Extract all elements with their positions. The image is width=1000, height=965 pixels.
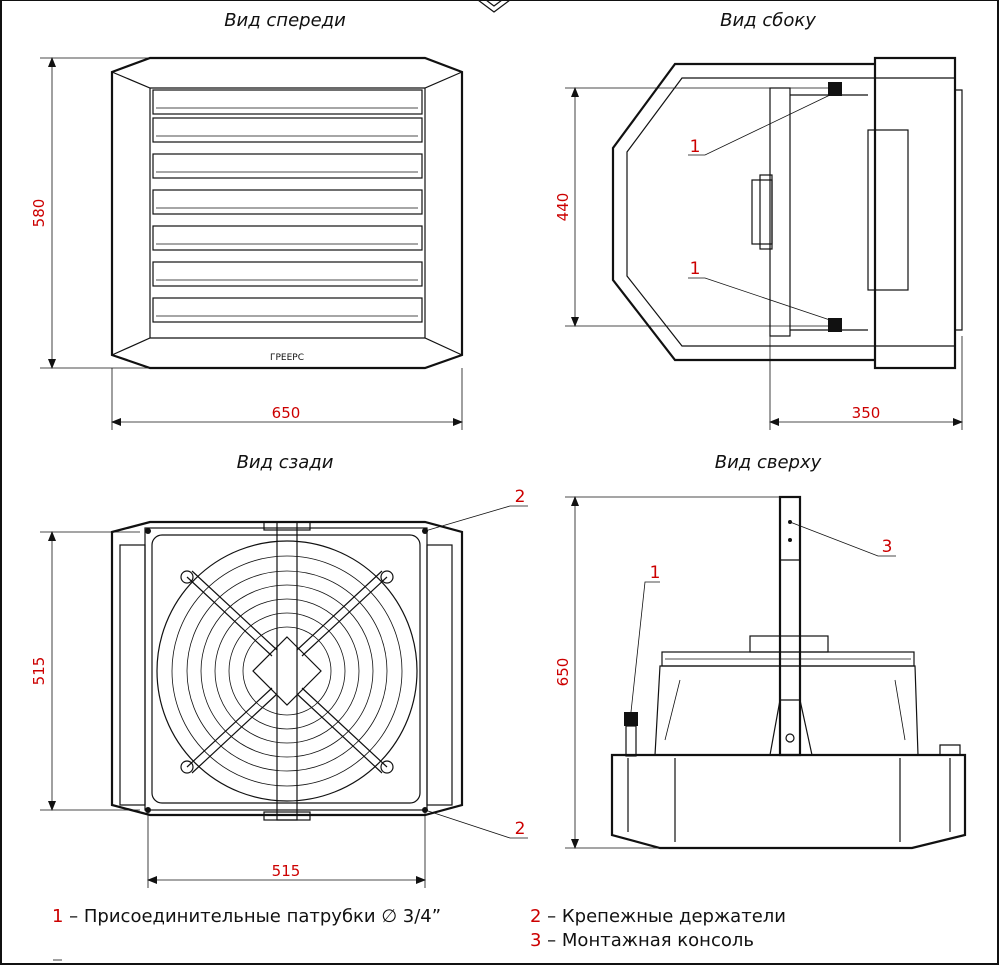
legend-item-3: 3 – Монтажная консоль — [530, 930, 754, 951]
side-height-dimension: 440 — [554, 193, 572, 222]
legend-item-2: 2 – Крепежные держатели — [530, 906, 786, 927]
top-height-dimension: 650 — [554, 658, 572, 687]
front-width-dimension: 650 — [272, 404, 301, 422]
front-view-title: Вид спереди — [224, 10, 346, 31]
side-pipe-bottom — [828, 318, 842, 332]
top-console — [778, 495, 802, 757]
legend-text: – Монтажная консоль — [541, 930, 754, 951]
front-brand-logo: ГРЕЕРС — [270, 353, 304, 363]
back-fan — [156, 540, 418, 802]
legend-text: – Крепежные держатели — [541, 906, 786, 927]
legend-number: 2 — [530, 906, 542, 927]
top-view-title: Вид сверху — [715, 452, 822, 473]
back-height-dimension: 515 — [30, 657, 48, 686]
front-view: Вид спереди ГРЕЕРС 650 580 — [30, 10, 464, 430]
top-symbol — [477, 0, 511, 13]
side-callout-pipe-bottom: 1 — [690, 259, 701, 279]
back-callout-holder-top: 2 — [515, 487, 526, 507]
top-pipe — [624, 712, 638, 726]
side-bracket — [611, 62, 875, 362]
side-view: Вид сбоку 1 1 440 350 — [554, 10, 963, 430]
front-louvers — [152, 89, 423, 323]
front-height-dimension: 580 — [30, 199, 48, 228]
legend-number: 3 — [530, 930, 542, 951]
back-bracket — [276, 521, 298, 821]
top-callout-console: 3 — [882, 537, 893, 557]
side-depth-dimension: 350 — [852, 404, 881, 422]
side-pipe-top — [828, 82, 842, 96]
back-housing — [110, 520, 464, 817]
back-view: Вид сзади — [30, 452, 528, 888]
legend-item-1: 1 – Присоединительные патрубки ∅ 3/4” — [52, 906, 441, 927]
back-callout-holder-bottom: 2 — [515, 819, 526, 839]
back-width-dimension: 515 — [272, 862, 301, 880]
side-view-title: Вид сбоку — [720, 10, 816, 31]
top-callout-pipe: 1 — [650, 563, 661, 583]
side-callout-pipe-top: 1 — [690, 137, 701, 157]
legend-text: – Присоединительные патрубки ∅ 3/4” — [63, 906, 442, 927]
top-view: Вид сверху 3 1 650 — [554, 452, 967, 850]
back-view-title: Вид сзади — [237, 452, 334, 473]
legend-number: 1 — [52, 906, 64, 927]
